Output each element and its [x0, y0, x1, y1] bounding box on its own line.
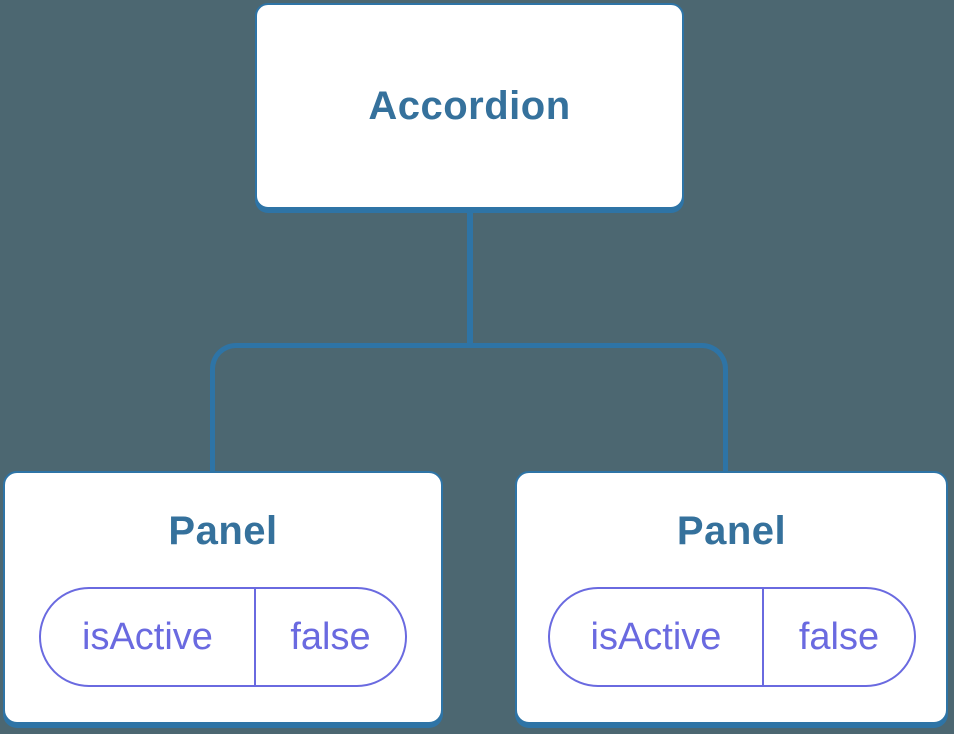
state-key: isActive: [590, 615, 722, 658]
accordion-node-label: Accordion: [368, 84, 571, 128]
pill-divider: [253, 589, 256, 685]
branch-bracket-connector: [210, 343, 728, 483]
panel-node-label: Panel: [168, 509, 278, 553]
accordion-node: Accordion: [255, 3, 684, 209]
panel-node-right: Panel isActive false: [515, 471, 948, 724]
state-pill: isActive false: [547, 587, 916, 687]
state-pill: isActive false: [39, 587, 407, 687]
state-value: false: [798, 615, 880, 658]
panel-node-left: Panel isActive false: [3, 471, 443, 724]
state-value: false: [290, 615, 371, 658]
pill-divider: [762, 589, 765, 685]
root-connector-line: [467, 209, 473, 347]
panel-node-label: Panel: [676, 509, 787, 553]
state-key: isActive: [82, 615, 213, 658]
